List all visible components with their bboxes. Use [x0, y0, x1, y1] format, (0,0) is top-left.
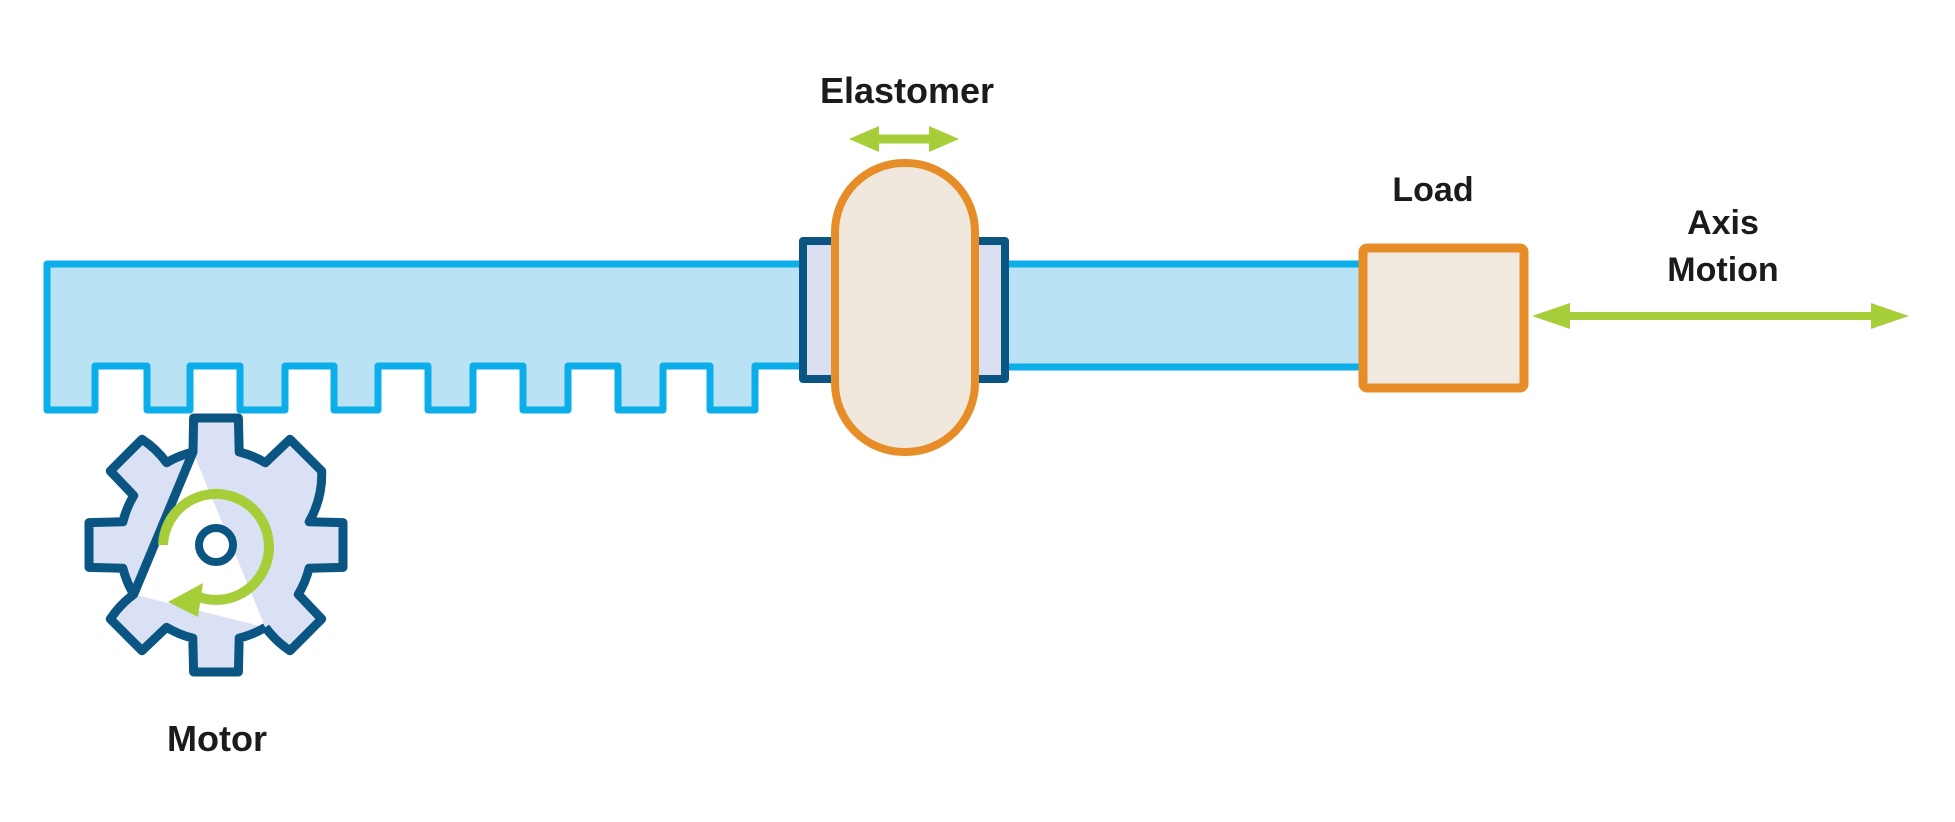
- elastomer-capsule: [831, 159, 979, 456]
- load-box: [1358, 243, 1529, 393]
- rotation-arrowhead: [168, 583, 203, 617]
- gear-icon: [84, 413, 348, 677]
- load-label: Load: [1392, 171, 1474, 209]
- axis-motion-label: Axis Motion: [1667, 200, 1778, 294]
- gear-hub: [195, 524, 237, 566]
- axis-motion-label-line2: Motion: [1667, 250, 1779, 289]
- rotation-arc: [158, 488, 274, 605]
- axis-motion-label-line1: Axis: [1687, 204, 1759, 242]
- gear-body: [84, 413, 348, 677]
- rack-bar: [43, 260, 914, 414]
- motor-label: Motor: [167, 718, 267, 759]
- axis-motion-double-arrow-icon: [1532, 303, 1909, 329]
- elastomer-double-arrow-icon: [849, 126, 959, 152]
- elastomer-label: Elastomer: [819, 70, 995, 111]
- rotation-clockwise-arrow-icon: [158, 488, 274, 617]
